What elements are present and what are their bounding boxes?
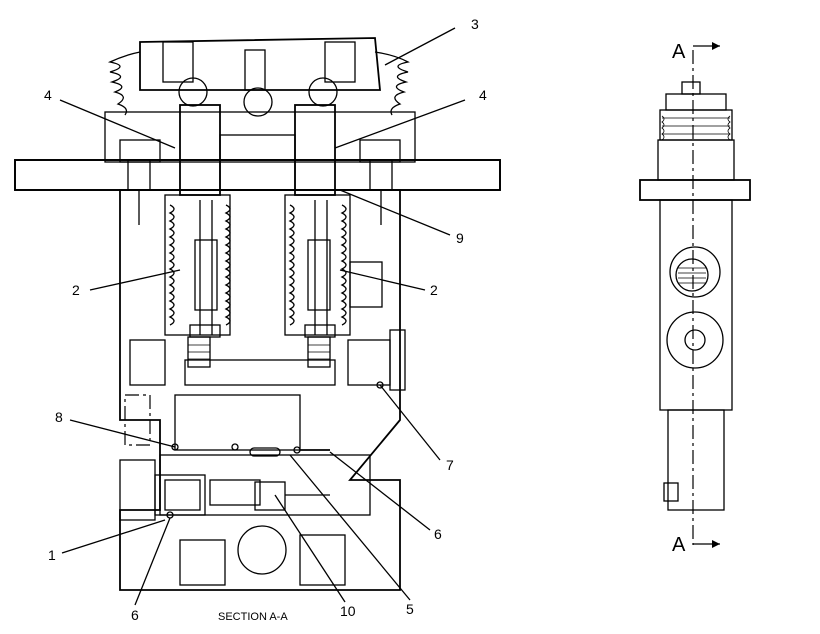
collar <box>104 104 416 196</box>
section-mark-top: A <box>672 41 686 63</box>
callout-8: 8 <box>55 409 63 425</box>
rubber-boot <box>107 51 410 116</box>
callout-2-left: 2 <box>72 282 80 298</box>
side-ports <box>129 261 406 391</box>
callout-4-right: 4 <box>479 87 487 103</box>
section-caption: SECTION A-A <box>218 611 288 623</box>
callout-7: 7 <box>446 457 454 473</box>
callout-10: 10 <box>340 603 356 619</box>
callout-6-bottom: 6 <box>131 607 139 623</box>
leader-lines <box>59 27 466 606</box>
callout-6-right: 6 <box>434 526 442 542</box>
section-view <box>14 37 501 591</box>
section-mark-bottom: A <box>672 534 686 556</box>
callout-3: 3 <box>471 16 479 32</box>
valve-body <box>119 189 401 591</box>
callout-1: 1 <box>48 547 56 563</box>
callout-2-right: 2 <box>430 282 438 298</box>
mounting-flange <box>14 139 501 225</box>
callout-5: 5 <box>406 601 414 617</box>
section-marks: A A <box>672 41 720 556</box>
callout-4-left: 4 <box>44 87 52 103</box>
callout-9: 9 <box>456 230 464 246</box>
left-lower-details <box>119 394 156 521</box>
side-view <box>639 50 751 545</box>
left-spring-assembly <box>168 200 231 368</box>
top-cap <box>139 37 381 117</box>
right-spring-assembly <box>288 200 347 368</box>
callout-labels: 3 4 4 9 2 2 8 7 6 1 6 10 5 <box>44 16 487 623</box>
